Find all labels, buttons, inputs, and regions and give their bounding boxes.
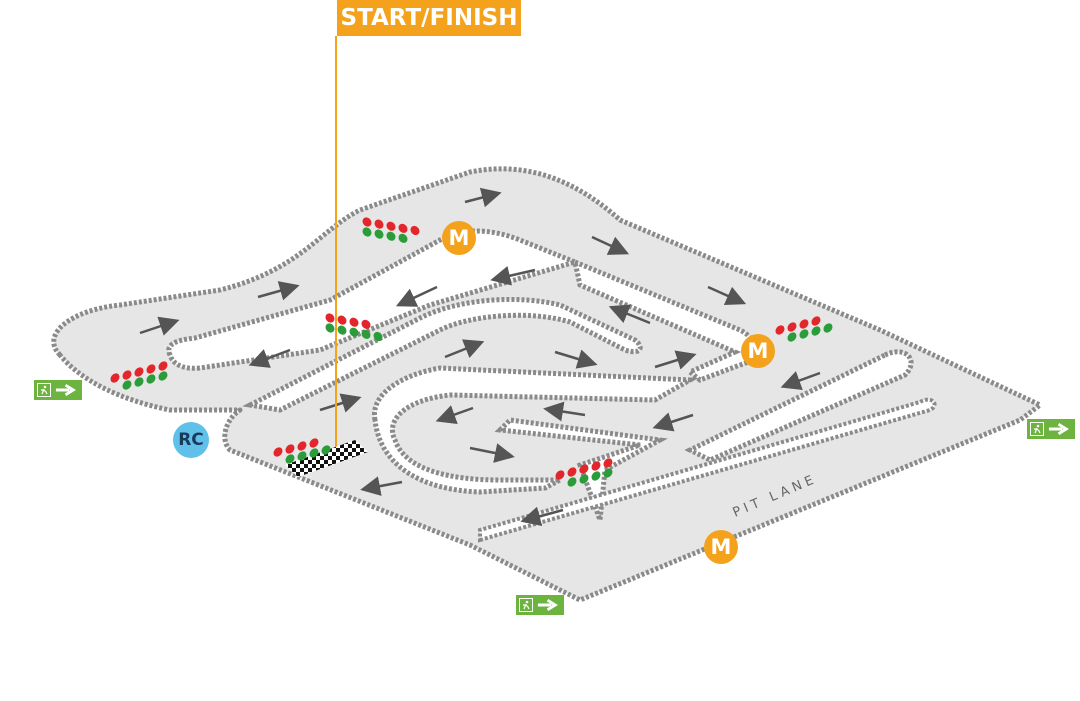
exit-person-icon [37, 383, 51, 397]
exit-person-icon [519, 598, 533, 612]
direction-arrow-icon [554, 349, 598, 369]
marshal-post-icon: M [442, 221, 476, 255]
emergency-exit-icon [1027, 419, 1075, 439]
light-bank [273, 438, 331, 464]
direction-arrow-icon [464, 187, 502, 208]
exit-person-icon [1030, 422, 1044, 436]
light-bank [362, 217, 420, 243]
light-bank [775, 316, 833, 342]
direction-arrow-icon [520, 506, 564, 527]
direction-arrow-icon [435, 405, 474, 425]
direction-arrow-icon [591, 235, 630, 255]
direction-arrow-icon [490, 266, 536, 286]
exit-arrow-icon [537, 598, 558, 612]
inner-island-top [166, 228, 578, 371]
exit-arrow-icon [1048, 422, 1069, 436]
inner-island-right [571, 257, 758, 383]
direction-arrow-icon [543, 401, 586, 422]
direction-arrow-icon [652, 412, 694, 432]
direction-arrow-icon [469, 443, 515, 463]
light-bank [110, 361, 168, 390]
direction-arrows [139, 187, 821, 527]
start-lights [110, 217, 833, 487]
emergency-exit-icon [516, 595, 564, 615]
direction-arrow-icon [707, 285, 747, 306]
direction-arrow-icon [654, 350, 697, 370]
emergency-exit-icon [34, 380, 82, 400]
direction-arrow-icon [139, 316, 180, 336]
inner-island-s [371, 365, 699, 495]
light-bank [555, 458, 613, 487]
pit-lane-divider [684, 349, 914, 463]
inner-island-mid [242, 296, 643, 413]
race-control-icon: RC [173, 422, 209, 458]
start-finish-label: START/FINISH [337, 0, 521, 36]
direction-arrow-icon [257, 281, 300, 301]
light-bank [325, 313, 383, 342]
direction-arrow-icon [360, 476, 403, 496]
exit-arrow-icon [55, 383, 76, 397]
inner-island-tongue [494, 417, 668, 521]
marshal-post-icon: M [704, 530, 738, 564]
marshal-post-icon: M [741, 334, 775, 368]
direction-arrow-icon [780, 371, 821, 390]
direction-arrow-icon [395, 285, 438, 307]
direction-arrow-icon [608, 304, 651, 325]
checkered-flag-icon [285, 440, 368, 477]
direction-arrow-icon [248, 348, 291, 368]
pit-lane-wall [478, 397, 937, 543]
direction-arrow-icon [444, 339, 485, 359]
